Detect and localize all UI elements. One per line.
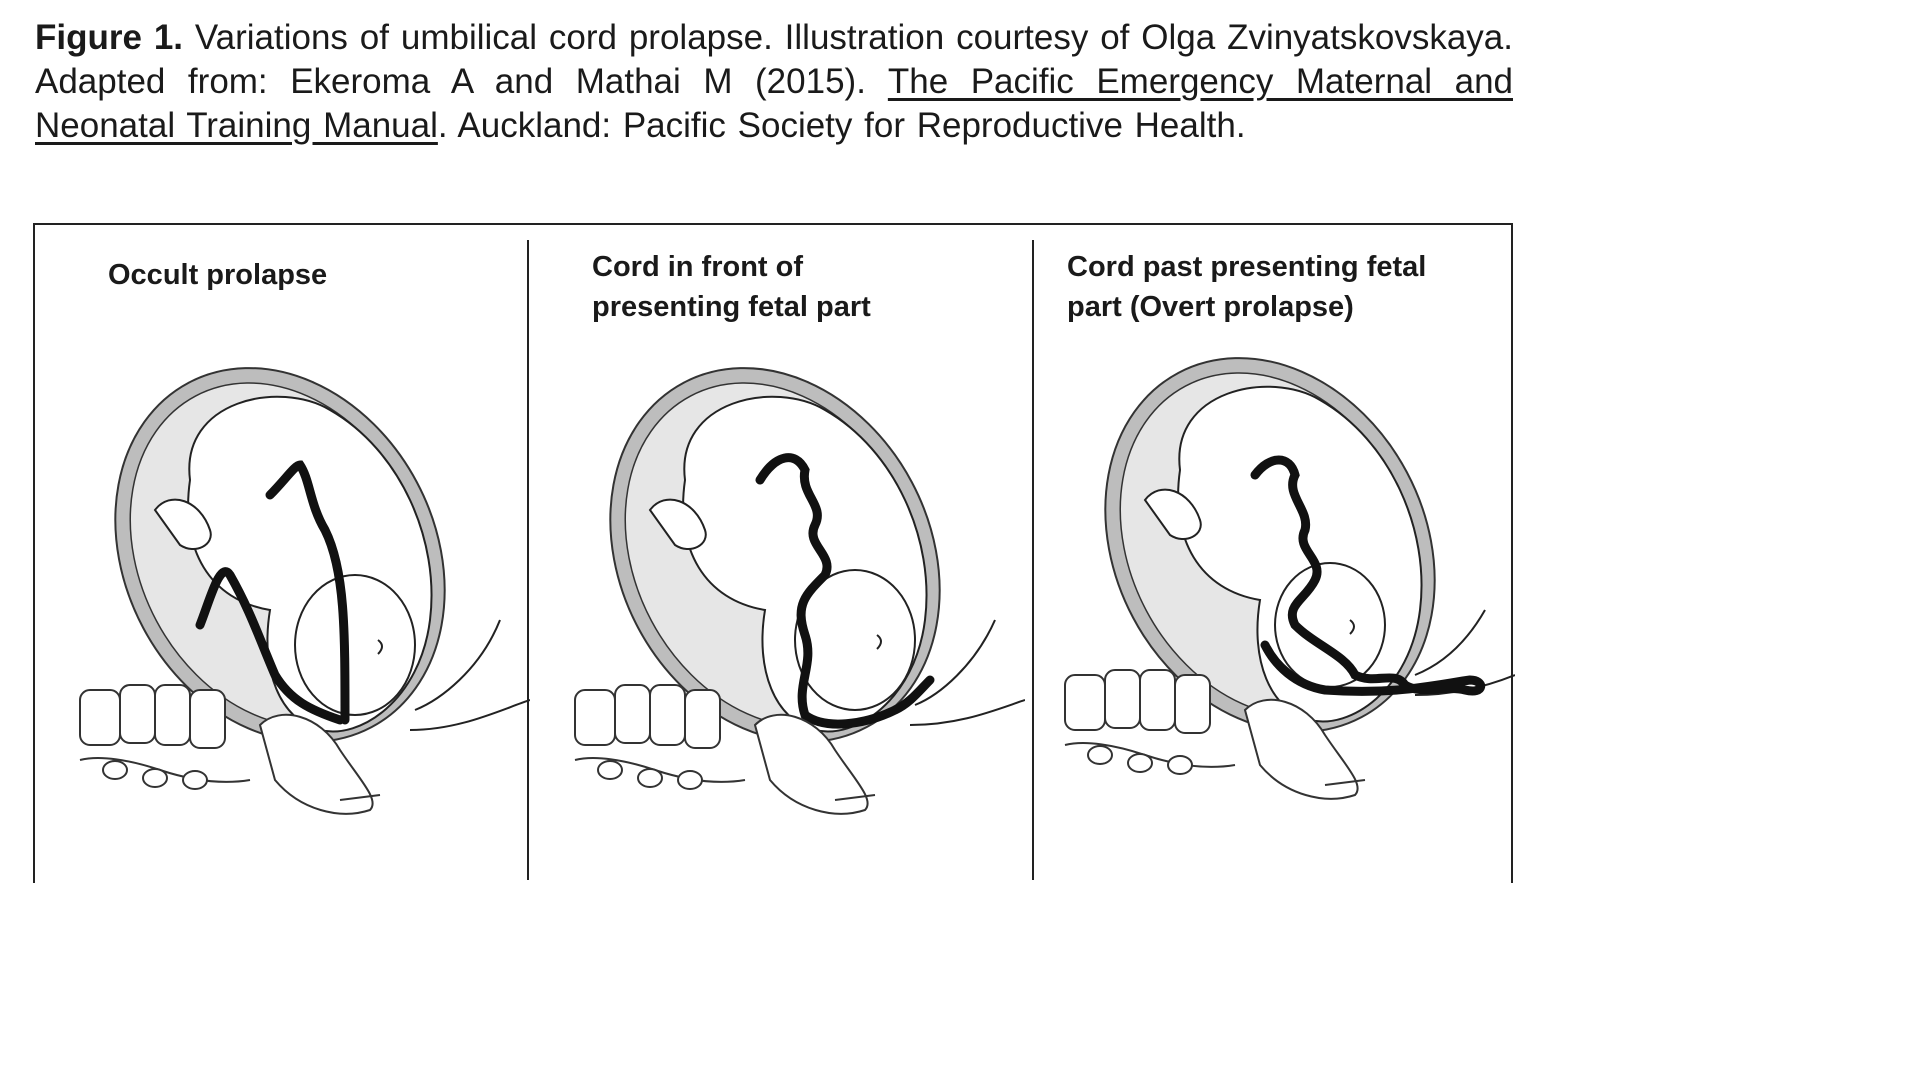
illustration-cord-in-front (555, 345, 1025, 845)
caption-text-end: . Auckland: Pacific Society for Reproduc… (437, 106, 1246, 145)
panel-title-overt: Cord past presenting fetal part (Overt p… (1067, 251, 1427, 323)
caption-text: Variations of umbilical cord prolapse. I… (35, 18, 1513, 101)
figure-caption: Figure 1. Variations of umbilical cord p… (35, 16, 1513, 148)
book-title-link[interactable]: The Pacific Emergency Maternal and Neona… (35, 62, 1513, 145)
figure-frame (33, 223, 1513, 883)
illustration-occult-prolapse (60, 340, 530, 840)
panel-divider-1 (527, 240, 529, 880)
figure-label: Figure 1. (35, 18, 184, 57)
panel-divider-2 (1032, 240, 1034, 880)
panel-title-cord-in-front: Cord in front of presenting fetal part (592, 251, 871, 323)
panel-title-occult: Occult prolapse (108, 259, 328, 291)
illustration-overt-prolapse (1045, 335, 1515, 840)
